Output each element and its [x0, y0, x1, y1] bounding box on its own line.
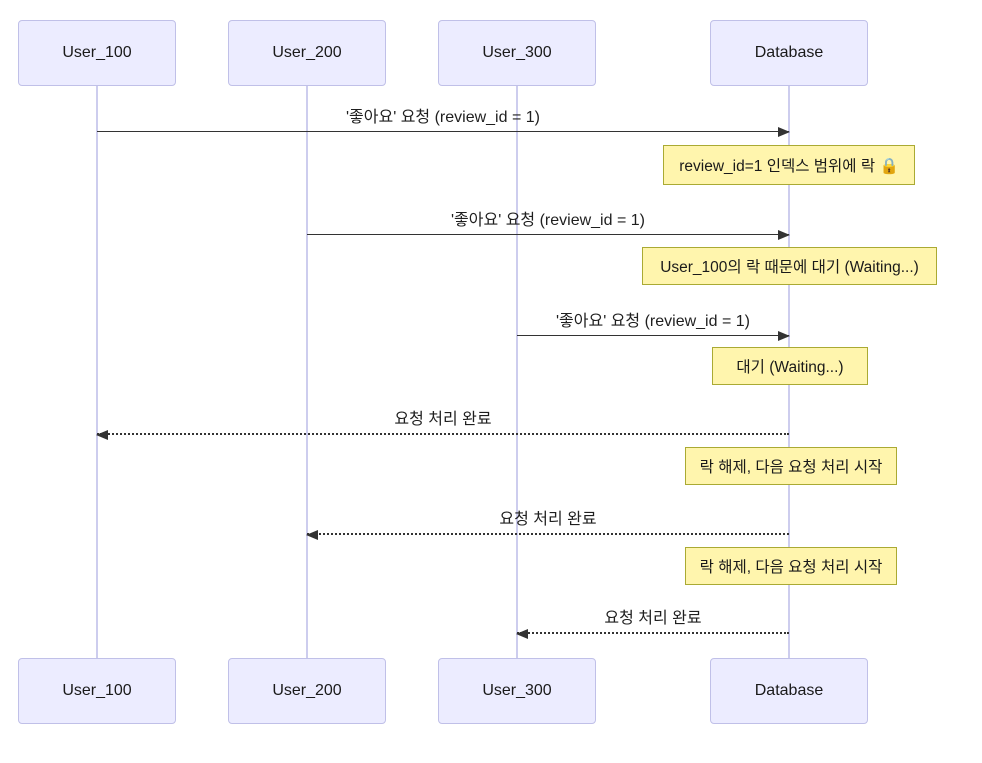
actor-bottom-user-300: User_300: [438, 658, 596, 724]
actor-label: User_100: [62, 682, 132, 699]
note-waiting-user-300: 대기 (Waiting...): [712, 347, 868, 385]
note-label: 락 해제, 다음 요청 처리 시작: [699, 559, 883, 576]
message-line: [517, 335, 789, 336]
note-label: review_id=1 인덱스 범위에 락 🔒: [679, 158, 899, 175]
actor-label: User_300: [482, 44, 552, 61]
arrowhead-right-icon: [778, 230, 790, 240]
actor-bottom-database: Database: [710, 658, 868, 724]
actor-top-database: Database: [710, 20, 868, 86]
actor-bottom-user-200: User_200: [228, 658, 386, 724]
arrowhead-right-icon: [778, 331, 790, 341]
message-like-request-user-200: '좋아요' 요청 (review_id = 1): [307, 211, 790, 240]
arrowhead-left-icon: [306, 530, 318, 540]
message-label: '좋아요' 요청 (review_id = 1): [451, 212, 645, 229]
actor-top-user-300: User_300: [438, 20, 596, 86]
actor-label: User_200: [272, 44, 342, 61]
actor-label: User_100: [62, 44, 132, 61]
note-lock-acquired: review_id=1 인덱스 범위에 락 🔒: [663, 145, 915, 185]
message-complete-user-300: 요청 처리 완료: [516, 609, 789, 639]
message-line: [517, 632, 789, 634]
message-line: [97, 131, 789, 132]
lifeline-user-200: [306, 86, 308, 658]
message-label: 요청 처리 완료: [604, 610, 702, 627]
message-line: [307, 533, 789, 535]
note-label: 락 해제, 다음 요청 처리 시작: [699, 459, 883, 476]
message-label: 요청 처리 완료: [499, 511, 597, 528]
lifeline-user-100: [96, 86, 98, 658]
message-label: '좋아요' 요청 (review_id = 1): [346, 109, 540, 126]
actor-bottom-user-100: User_100: [18, 658, 176, 724]
actor-label: Database: [754, 682, 824, 699]
actor-label: User_200: [272, 682, 342, 699]
note-label: User_100의 락 때문에 대기 (Waiting...): [660, 259, 919, 276]
actor-top-user-200: User_200: [228, 20, 386, 86]
lifeline-user-300: [516, 86, 518, 658]
note-lock-released-2: 락 해제, 다음 요청 처리 시작: [685, 547, 897, 585]
message-like-request-user-300: '좋아요' 요청 (review_id = 1): [517, 312, 790, 341]
message-complete-user-200: 요청 처리 완료: [306, 510, 789, 540]
message-like-request-user-100: '좋아요' 요청 (review_id = 1): [97, 108, 790, 137]
message-label: '좋아요' 요청 (review_id = 1): [556, 313, 750, 330]
message-line: [97, 433, 789, 435]
note-lock-released-1: 락 해제, 다음 요청 처리 시작: [685, 447, 897, 485]
arrowhead-right-icon: [778, 127, 790, 137]
actor-label: User_300: [482, 682, 552, 699]
arrowhead-left-icon: [96, 430, 108, 440]
actor-top-user-100: User_100: [18, 20, 176, 86]
message-line: [307, 234, 789, 235]
note-waiting-user-200: User_100의 락 때문에 대기 (Waiting...): [642, 247, 937, 285]
actor-label: Database: [754, 44, 824, 61]
message-label: 요청 처리 완료: [394, 411, 492, 428]
note-label: 대기 (Waiting...): [736, 359, 844, 376]
message-complete-user-100: 요청 처리 완료: [96, 410, 789, 440]
arrowhead-left-icon: [516, 629, 528, 639]
